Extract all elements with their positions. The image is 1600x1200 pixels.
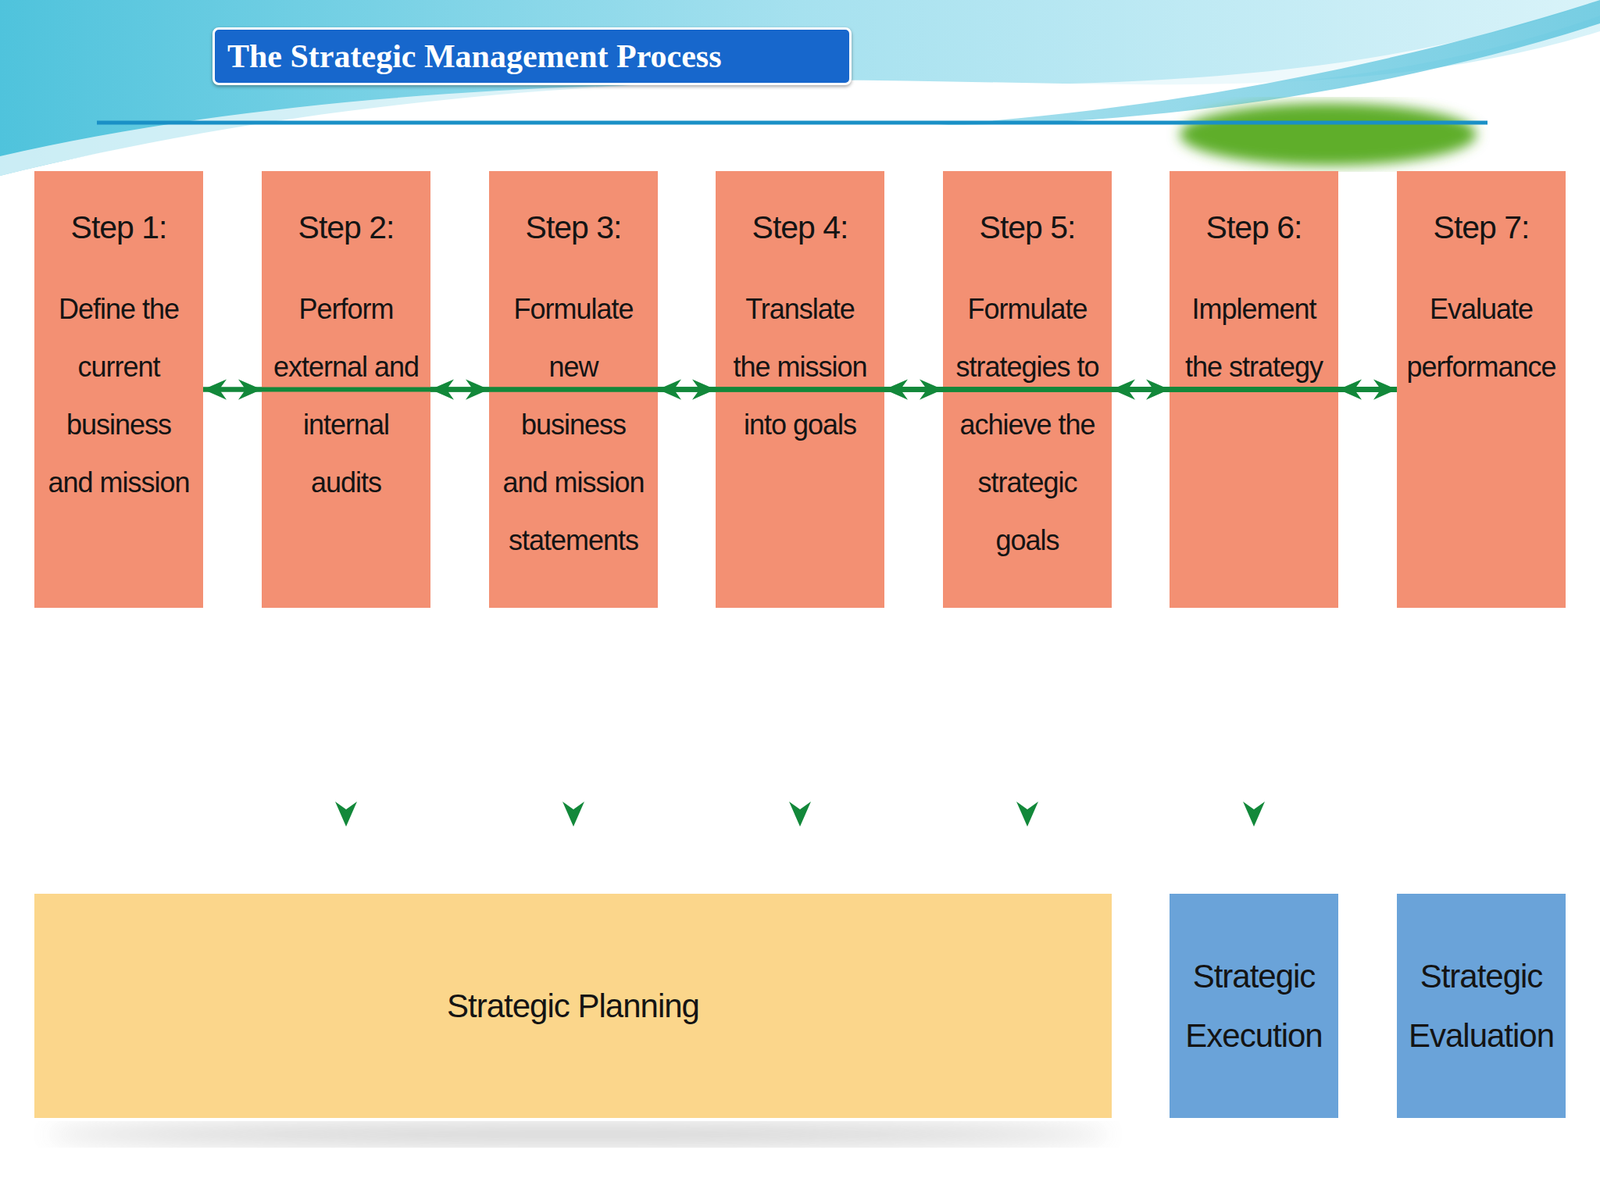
box-body: Formulate strategies to achieve the stra… bbox=[952, 280, 1103, 570]
box-heading: Strategic Evaluation bbox=[1404, 946, 1558, 1066]
header-wave-highlight bbox=[0, 0, 1600, 176]
process-box: Step 3: Formulate new business and missio… bbox=[489, 171, 658, 608]
box-heading: Strategic Execution bbox=[1177, 946, 1331, 1066]
flow-arrow bbox=[430, 387, 490, 393]
green-blob bbox=[1179, 103, 1477, 166]
box-body: Translate the mission into goals bbox=[725, 280, 875, 454]
phase-box: Strategic Execution bbox=[1169, 893, 1339, 1118]
box-heading: Step 1: bbox=[43, 202, 194, 253]
box-heading: Step 7: bbox=[1406, 202, 1557, 253]
process-box: Step 4: Translate the mission into goals bbox=[715, 171, 885, 608]
process-box: Step 7: Evaluate performance bbox=[1396, 171, 1566, 608]
box-heading: Step 2: bbox=[271, 202, 422, 253]
flow-arrow bbox=[1338, 387, 1397, 393]
edge-group bbox=[203, 389, 1397, 390]
bus-arrowhead bbox=[1242, 801, 1265, 827]
bus-arrowheads bbox=[335, 801, 1265, 827]
box-body: Define the current business and mission bbox=[43, 280, 194, 512]
box-body: Evaluate performance bbox=[1406, 280, 1557, 397]
flow-arrow bbox=[884, 387, 943, 393]
flow-arrow bbox=[1111, 387, 1170, 393]
header-rule bbox=[96, 121, 1488, 125]
band-shadow bbox=[46, 1123, 1110, 1146]
phase-box: Strategic Evaluation bbox=[1396, 893, 1566, 1118]
bus-arrowhead bbox=[789, 801, 811, 827]
process-box: Step 2: Perform external and internal aud… bbox=[261, 171, 431, 608]
flow-arrow bbox=[1111, 387, 1397, 393]
process-box: Step 1: Define the current business and m… bbox=[34, 171, 204, 608]
flow-arrow bbox=[657, 387, 1397, 393]
box-body: Perform external and internal audits bbox=[271, 280, 422, 512]
title-banner: The Strategic Management Process bbox=[212, 27, 852, 86]
box-heading: Strategic Planning bbox=[446, 976, 700, 1036]
box-heading: Step 4: bbox=[725, 202, 875, 253]
box-body: Implement the strategy bbox=[1178, 280, 1329, 397]
bus-arrowhead bbox=[562, 801, 585, 827]
box-heading: Step 5: bbox=[952, 202, 1103, 253]
flow-arrow bbox=[657, 387, 716, 393]
header-wave bbox=[0, 0, 1600, 176]
flow-arrow bbox=[1338, 387, 1397, 393]
phase-band: Strategic Planning bbox=[34, 893, 1112, 1118]
box-heading: Step 3: bbox=[498, 202, 649, 253]
process-box: Step 6: Implement the strategy bbox=[1169, 171, 1339, 608]
flow-arrow bbox=[430, 387, 1397, 393]
box-body: Formulate new business and mission state… bbox=[498, 280, 649, 570]
bus-arrowhead bbox=[1016, 801, 1039, 827]
process-box: Step 5: Formulate strategies to achieve t… bbox=[942, 171, 1112, 608]
flow-arrow bbox=[203, 387, 1397, 393]
box-heading: Step 6: bbox=[1178, 202, 1329, 253]
flow-arrow bbox=[884, 387, 1397, 393]
flow-arrow bbox=[203, 387, 262, 393]
bus-arrowhead bbox=[335, 801, 358, 827]
